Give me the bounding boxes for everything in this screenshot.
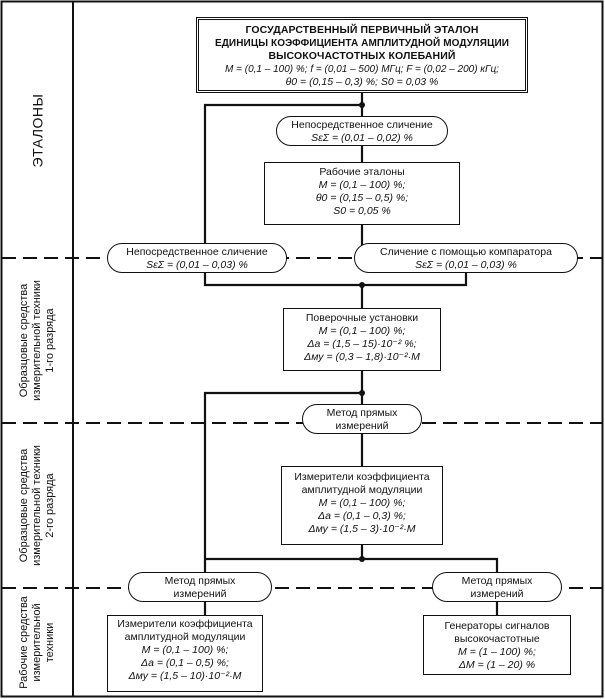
- direct-measure-left: Метод прямых измерений: [128, 572, 272, 602]
- primary-standard-box: ГОСУДАРСТВЕННЫЙ ПЕРВИЧНЫЙ ЭТАЛОН ЕДИНИЦЫ…: [196, 17, 528, 93]
- junction-dot: [359, 282, 365, 288]
- junction-dot: [359, 102, 365, 108]
- verification-units-box: Поверочные установки M = (0,1 – 100) %; …: [283, 308, 441, 371]
- comparator-comparison: Сличение с помощью компаратора SεΣ = (0,…: [354, 243, 578, 273]
- section-label-working: Рабочие средства измерительной техники: [18, 595, 57, 689]
- primary-standard-title-3: ВЫСОКОЧАСТОТНЫХ КОЛЕБАНИЙ: [268, 50, 456, 62]
- junction-dot: [359, 390, 365, 396]
- section-label-first-rank: Образцовые средства измерительной техник…: [18, 280, 56, 401]
- direct-measure-right: Метод прямых измерений: [432, 572, 562, 602]
- primary-standard-params-1: M = (0,1 – 100) %; f = (0,01 – 500) МГц;…: [225, 64, 499, 75]
- section-label-etalons: ЭТАЛОНЫ: [29, 93, 46, 167]
- working-standards-box: Рабочие эталоны M = (0,1 – 100) %; θ0 = …: [264, 162, 460, 225]
- generators-box: Генераторы сигналов высокочастотные M = …: [423, 615, 571, 675]
- primary-standard-title-1: ГОСУДАРСТВЕННЫЙ ПЕРВИЧНЫЙ ЭТАЛОН: [245, 24, 479, 36]
- primary-standard-title-2: ЕДИНИЦЫ КОЭФФИЦИЕНТА АМПЛИТУДНОЙ МОДУЛЯЦ…: [214, 38, 510, 49]
- junction-dot: [359, 556, 365, 562]
- direct-comparison-left: Непосредственное сличение SεΣ = (0,01 – …: [107, 243, 287, 273]
- direct-comparison-top: Непосредственное сличение SεΣ = (0,01 – …: [276, 116, 448, 146]
- meters-working-box: Измерители коэффициента амплитудной моду…: [107, 615, 263, 692]
- direct-measure-mid: Метод прямых измерений: [302, 404, 422, 434]
- section-label-second-rank: Образцовые средства измерительной техник…: [18, 445, 56, 566]
- primary-standard-params-2: θ0 = (0,15 – 0,3) %; S0 = 0,03 %: [285, 76, 439, 88]
- meters-rank2-box: Измерители коэффициента амплитудной моду…: [281, 466, 443, 545]
